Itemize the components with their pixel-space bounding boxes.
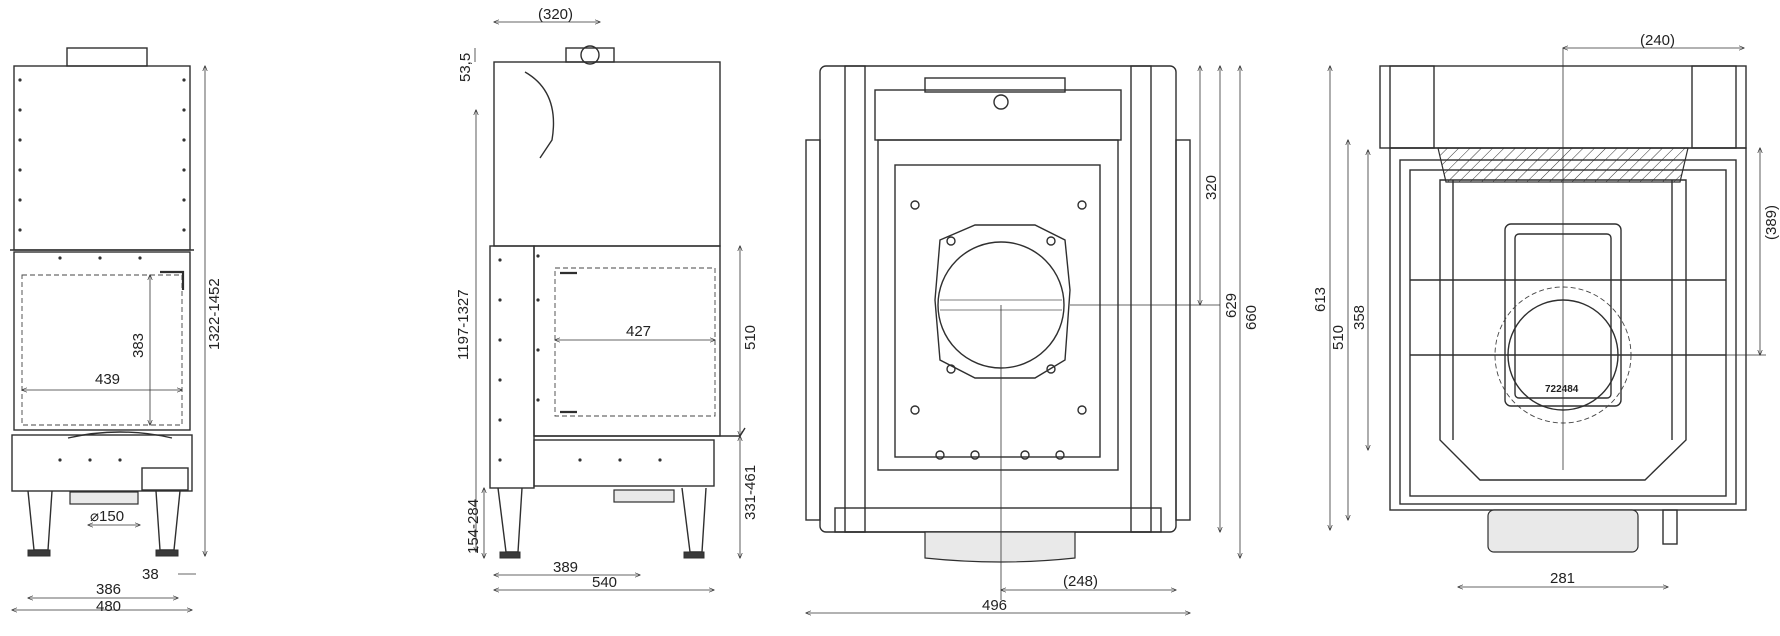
front-left-leg: [27, 490, 53, 551]
side-left-foot: [499, 551, 521, 559]
front-hood: [13, 65, 191, 251]
side-glass-panel: [533, 245, 721, 437]
top-front-lip: [834, 507, 1162, 533]
front-left-foot: [27, 549, 51, 557]
top-right-wing: [1175, 139, 1191, 521]
dim-side-top-collar: 53,5: [457, 53, 474, 82]
section-outer-frame: [1389, 147, 1747, 511]
front-base-cabinet: [11, 434, 193, 492]
section-inner-frame-2: [1409, 169, 1727, 497]
top-header-collar: [924, 77, 1066, 93]
top-view: 320 629 660 (248) 496: [805, 65, 1260, 614]
dim-top-total: 660: [1243, 305, 1260, 330]
dim-front-width-base: 386: [96, 581, 121, 598]
top-octagon-plate: [934, 224, 1071, 379]
front-air-inlet: [69, 491, 139, 505]
dim-front-height-inner: 383: [130, 333, 147, 358]
section-part-number: 722484: [1545, 384, 1579, 395]
front-firebox-outline: [21, 274, 183, 426]
side-view: (320) 53,5 1197-1327 427 510 331-461 154…: [455, 6, 759, 591]
dim-section-total: 613: [1312, 287, 1329, 312]
dim-front-width-total: 480: [96, 598, 121, 615]
top-outer-frame: [819, 65, 1177, 533]
top-left-wing: [805, 139, 821, 521]
dim-side-lower-height: 331-461: [742, 465, 759, 520]
top-left-rail: [844, 65, 866, 533]
top-plate: [894, 164, 1101, 458]
dim-side-height-range: 1197-1327: [455, 289, 472, 360]
dim-top-width: 496: [982, 597, 1007, 614]
side-flue-pipe: [580, 45, 600, 65]
side-hood: [493, 61, 721, 247]
side-left-leg: [497, 487, 523, 553]
side-left-column: [489, 245, 535, 489]
top-header-block: [874, 89, 1122, 141]
dim-front-width-inner: 439: [95, 371, 120, 388]
dim-section-top-offset: (240): [1640, 32, 1675, 49]
side-right-foot: [683, 551, 705, 559]
section-knob: [1662, 509, 1678, 545]
side-firebox-outline: [554, 267, 716, 417]
front-control-box: [141, 467, 189, 491]
dim-front-flue: ⌀150: [90, 508, 124, 525]
top-air-inlet: [924, 531, 1076, 563]
dim-top-mid: 629: [1223, 293, 1240, 318]
section-air-inlet: [1487, 509, 1639, 553]
dim-side-top-offset: (320): [538, 6, 573, 23]
side-air-inlet: [613, 489, 675, 503]
side-rivets: [498, 254, 662, 462]
section-right-hinge: [1691, 65, 1737, 149]
top-right-rail: [1130, 65, 1152, 533]
dim-side-window-height: 510: [742, 325, 759, 350]
front-right-foot: [155, 549, 179, 557]
dim-side-foot-height: 154-284: [465, 499, 482, 554]
dim-side-depth-mid: 389: [553, 559, 578, 576]
dim-top-upper: 320: [1203, 175, 1220, 200]
dim-side-depth-total: 540: [592, 574, 617, 591]
dim-section-right-height: (389): [1763, 205, 1780, 240]
section-inner-frame-1: [1399, 159, 1737, 505]
dim-top-offset: (248): [1063, 573, 1098, 590]
front-view: 439 383 1322-1452 ⌀150 38 386 480: [10, 47, 223, 615]
side-door-handle: [534, 427, 746, 437]
dim-section-mid: 510: [1330, 325, 1347, 350]
dim-section-inner: 358: [1351, 305, 1368, 330]
section-left-hinge: [1389, 65, 1435, 149]
front-flue-collar: [66, 47, 148, 67]
side-flue-collar: [565, 47, 615, 63]
side-base-cabinet: [533, 439, 715, 487]
dim-section-bottom: 281: [1550, 570, 1575, 587]
dim-front-foot: 38: [142, 566, 159, 583]
front-corner-bracket: [160, 270, 185, 290]
front-rivets: [18, 78, 186, 462]
section-firebox: [1439, 179, 1687, 481]
front-glass-frame: [13, 251, 191, 431]
front-right-leg: [155, 490, 181, 551]
top-bolts: [910, 94, 1087, 460]
section-view: 722484 (240) (389) 613 510 358 281: [1312, 32, 1780, 587]
front-grate-arc: [67, 431, 173, 439]
dim-side-window-width: 427: [626, 323, 651, 340]
side-hood-bracket: [524, 71, 555, 159]
dim-front-total-height: 1322-1452: [206, 278, 223, 350]
side-right-leg: [681, 487, 707, 553]
